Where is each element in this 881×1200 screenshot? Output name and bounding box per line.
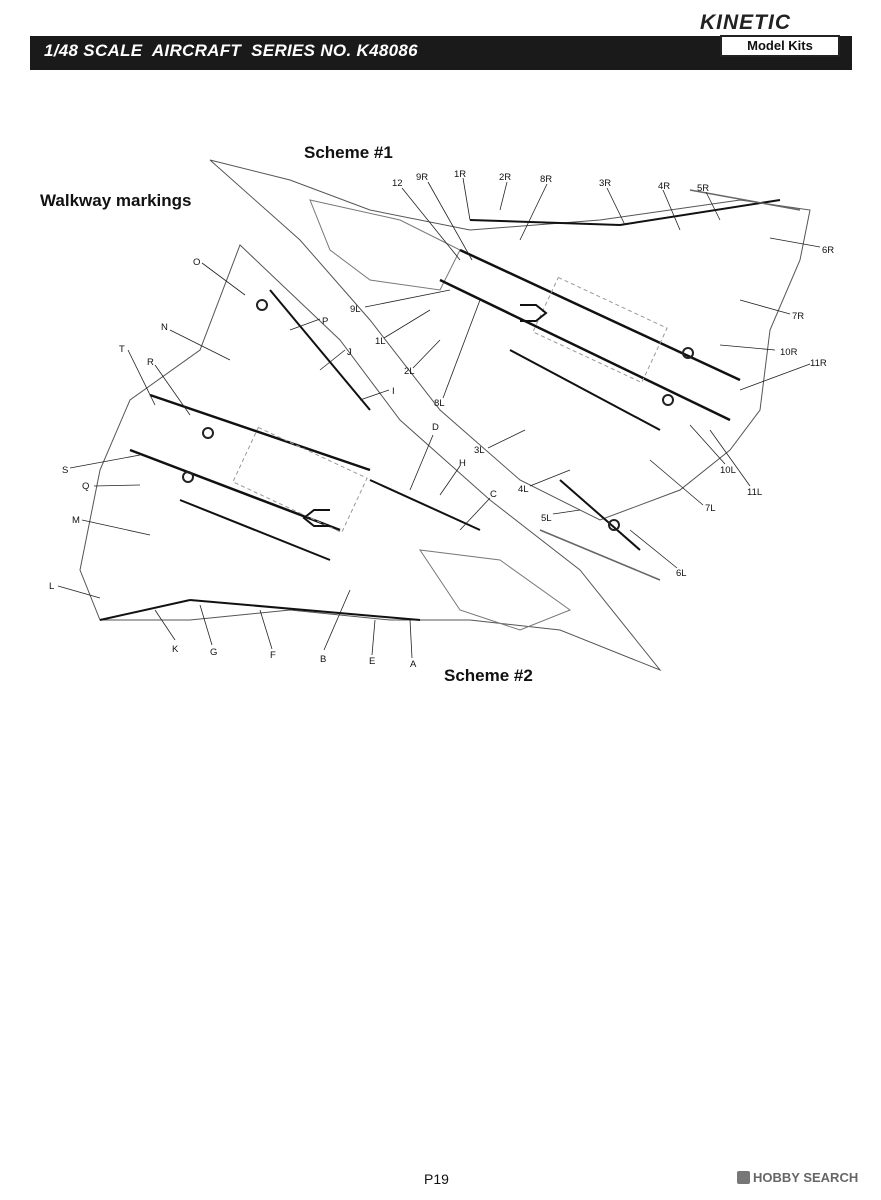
part-label: F [270,650,276,661]
part-label: 9L [350,304,361,315]
part-label: O [193,257,200,268]
part-label: 11R [810,358,827,369]
part-label: D [432,422,439,433]
part-label: G [210,647,217,658]
part-label: H [459,458,466,469]
part-label: 4R [658,181,670,192]
series-title: 1/48 SCALE AIRCRAFT SERIES NO. K48086 [44,41,418,60]
part-label: J [347,347,352,358]
part-label: 5L [541,513,552,524]
part-label: E [369,656,375,667]
walkway-diagram: 12 9R 1R 2R 8R 3R 4R 5R 6R 7R 10R 11R 9L… [49,159,834,672]
part-label: 9R [416,172,428,183]
scheme-1-aircraft [209,159,811,581]
page-number: P19 [424,1171,449,1187]
kinetic-logo: KINETIC Model Kits [700,11,840,57]
part-label: K [172,644,179,655]
hobby-search-logo-icon [737,1171,750,1184]
part-label: L [49,581,54,592]
scheme-2-leader-lines [57,262,491,659]
part-label: C [490,489,497,500]
part-label: S [62,465,68,476]
part-label: 12 [392,178,403,189]
section-title: Walkway markings [40,191,192,210]
logo-subtitle: Model Kits [720,35,840,57]
part-label: I [392,386,395,397]
part-label: 5R [697,183,709,194]
logo-brand: KINETIC [700,11,791,34]
part-label: 7R [792,311,804,322]
part-label: 8R [540,174,552,185]
part-label: 7L [705,503,716,514]
watermark-text: HOBBY SEARCH [753,1170,859,1185]
part-label: 4L [518,484,529,495]
hobby-search-watermark: HOBBY SEARCH [737,1170,858,1185]
part-label: 11L [747,487,762,498]
part-label: 2L [404,366,415,377]
scheme-1-labels: 12 9R 1R 2R 8R 3R 4R 5R 6R 7R 10R 11R 9L… [350,169,834,579]
part-label: 1L [375,336,386,347]
part-label: R [147,357,154,368]
part-label: A [410,659,417,670]
scheme-1-title: Scheme #1 [304,143,393,162]
part-label: M [72,515,80,526]
part-label: T [119,344,125,355]
part-label: 2R [499,172,511,183]
scheme-2-labels: O N P J I T R S Q M L K G F B E A D H C [49,257,497,670]
scheme-2-aircraft [79,244,662,672]
scheme-2-title: Scheme #2 [444,666,533,685]
part-label: Q [82,481,89,492]
part-label: 8L [434,398,445,409]
part-label: 6R [822,245,834,256]
part-label: 3L [474,445,485,456]
part-label: 10R [780,347,798,358]
part-label: 3R [599,178,611,189]
scheme-1-leader-lines [364,177,821,569]
part-label: 6L [676,568,687,579]
part-label: B [320,654,326,665]
header-bar [30,36,852,70]
part-label: P [322,316,328,327]
part-label: 1R [454,169,466,180]
part-label: N [161,322,168,333]
part-label: 10L [720,465,736,476]
